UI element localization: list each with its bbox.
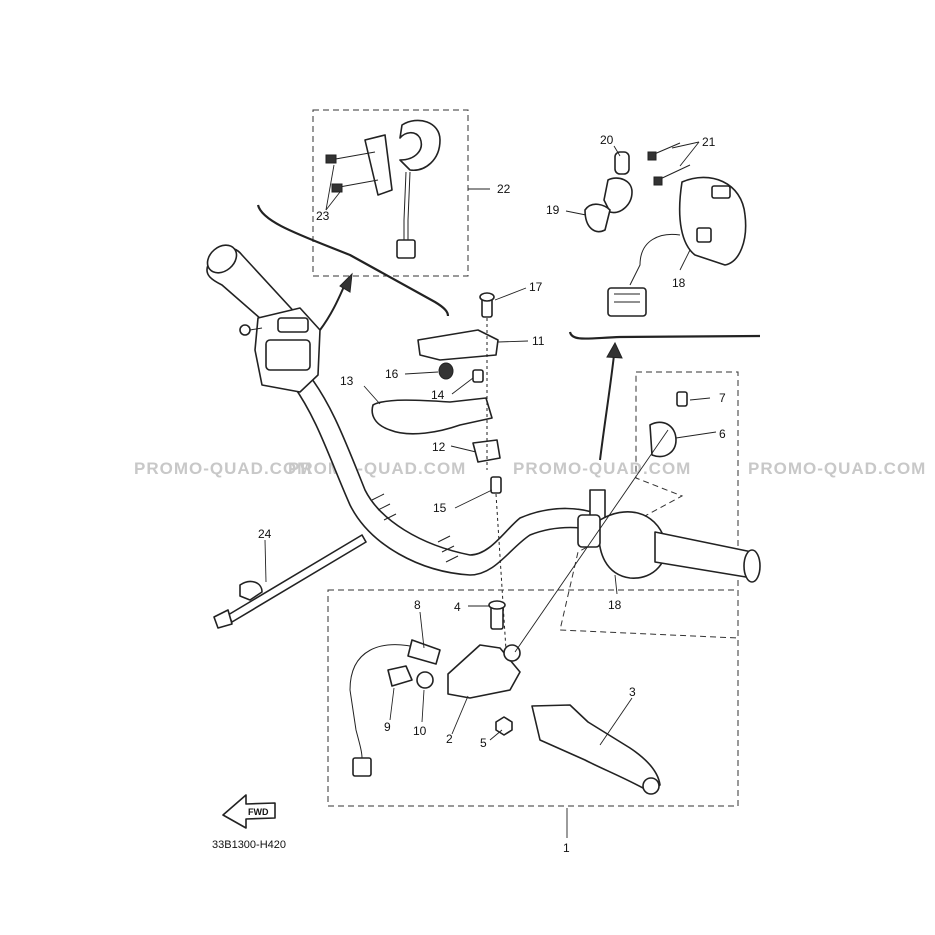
callout-18-lower: 18 xyxy=(608,598,622,612)
callout-16: 16 xyxy=(385,367,399,381)
callout-21: 21 xyxy=(702,135,716,149)
right-switch-box xyxy=(559,371,739,639)
callout-10: 10 xyxy=(413,724,427,738)
callout-7: 7 xyxy=(719,391,726,405)
cable-tie xyxy=(213,534,367,629)
callout-20: 20 xyxy=(600,133,614,147)
callout-11: 11 xyxy=(532,334,545,348)
callout-4: 4 xyxy=(454,600,461,614)
callout-23: 23 xyxy=(316,209,330,223)
right-switch-upper-group xyxy=(584,142,747,317)
parking-lever-assembly xyxy=(371,292,507,651)
watermark-text: PROMO-QUAD.COM xyxy=(288,459,466,478)
clutch-lever-box xyxy=(327,589,739,807)
left-master-cylinder xyxy=(239,307,321,393)
callout-12: 12 xyxy=(432,440,446,454)
callout-2: 2 xyxy=(446,732,453,746)
callout-17: 17 xyxy=(529,280,543,294)
callout-labels: 1 2 3 4 5 6 7 8 9 10 11 12 13 14 15 16 1… xyxy=(258,133,726,855)
callout-8: 8 xyxy=(414,598,421,612)
callout-15: 15 xyxy=(433,501,447,515)
callout-18-upper: 18 xyxy=(672,276,686,290)
callout-1: 1 xyxy=(563,841,570,855)
callout-5: 5 xyxy=(480,736,487,750)
callout-9: 9 xyxy=(384,720,391,734)
callout-24: 24 xyxy=(258,527,272,541)
callout-3: 3 xyxy=(629,685,636,699)
watermark-text: PROMO-QUAD.COM xyxy=(748,459,926,478)
fwd-arrow-icon: FWD xyxy=(222,794,276,829)
right-switch-assembly xyxy=(577,489,761,583)
watermark-row: PROMO-QUAD.COM PROMO-QUAD.COM PROMO-QUAD… xyxy=(134,459,926,478)
callout-22: 22 xyxy=(497,182,511,196)
watermark-text: PROMO-QUAD.COM xyxy=(134,459,312,478)
diagram-code: 33B1300-H420 xyxy=(212,839,286,851)
watermark-text: PROMO-QUAD.COM xyxy=(513,459,691,478)
callout-13: 13 xyxy=(340,374,354,388)
fwd-label: FWD xyxy=(248,807,269,817)
callout-6: 6 xyxy=(719,427,726,441)
callout-14: 14 xyxy=(431,388,445,402)
callout-19: 19 xyxy=(546,203,560,217)
leader-lines xyxy=(264,141,717,838)
parking-switch-box xyxy=(312,109,490,277)
